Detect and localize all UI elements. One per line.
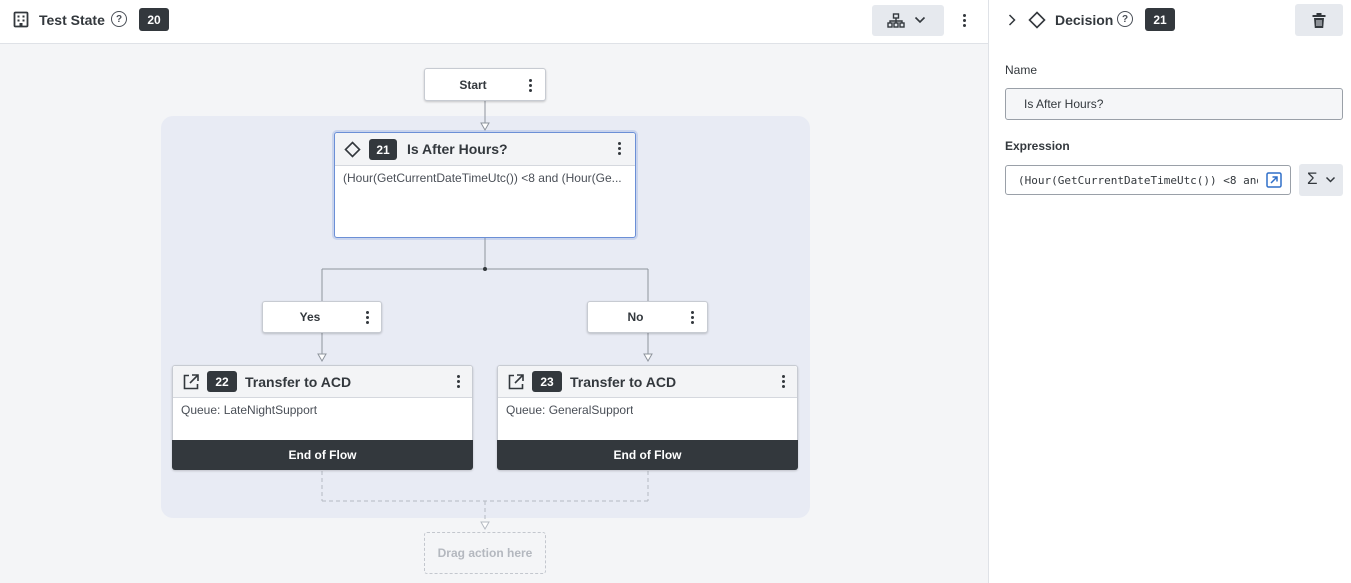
expand-editor-icon[interactable] <box>1266 172 1282 188</box>
diamond-icon <box>344 141 361 158</box>
transfer-more-button[interactable] <box>456 375 460 388</box>
flow-canvas[interactable]: Test State ? 20 <box>0 0 988 583</box>
transfer-node[interactable]: 23 Transfer to ACD Queue: GeneralSupport… <box>497 365 798 470</box>
layout-menu-button[interactable] <box>872 5 944 36</box>
name-label: Name <box>1005 63 1038 77</box>
building-icon <box>13 11 29 28</box>
flow-connectors <box>317 101 653 531</box>
external-link-icon <box>508 374 524 390</box>
path-no-node[interactable]: No <box>587 301 708 333</box>
transfer-id-badge: 23 <box>532 371 562 392</box>
expression-functions-button[interactable]: Σ <box>1299 164 1343 196</box>
expression-label: Expression <box>1005 139 1070 153</box>
path-yes-label: Yes <box>299 310 321 324</box>
flow-id-badge: 20 <box>139 8 169 31</box>
external-link-icon <box>183 374 199 390</box>
sigma-icon: Σ <box>1307 169 1318 188</box>
end-of-flow-bar: End of Flow <box>172 440 473 470</box>
start-more-button[interactable] <box>528 79 532 92</box>
path-no-more-button[interactable] <box>690 311 694 324</box>
decision-expression-preview: (Hour(GetCurrentDateTimeUtc()) <8 and (H… <box>343 171 622 185</box>
trash-icon <box>1312 13 1326 28</box>
decision-title: Is After Hours? <box>407 141 508 157</box>
panel-title: Decision <box>1055 12 1114 28</box>
expression-field-value: (Hour(GetCurrentDateTimeUtc()) <8 and (H… <box>1018 173 1258 187</box>
chevron-down-icon <box>1325 176 1336 183</box>
help-icon[interactable]: ? <box>111 11 127 27</box>
transfer-node[interactable]: 22 Transfer to ACD Queue: LateNightSuppo… <box>172 365 473 470</box>
end-of-flow-bar: End of Flow <box>497 440 798 470</box>
transfer-queue: Queue: GeneralSupport <box>506 403 634 417</box>
transfer-node-header: 23 Transfer to ACD <box>498 366 797 398</box>
transfer-title: Transfer to ACD <box>245 374 352 390</box>
chevron-right-icon[interactable] <box>1007 13 1017 27</box>
path-yes-node[interactable]: Yes <box>262 301 382 333</box>
start-node[interactable]: Start <box>424 68 546 101</box>
expression-field[interactable]: (Hour(GetCurrentDateTimeUtc()) <8 and (H… <box>1005 165 1291 195</box>
canvas-toolbar: Test State ? 20 <box>0 0 988 44</box>
decision-node[interactable]: 21 Is After Hours? (Hour(GetCurrentDateT… <box>334 132 636 238</box>
help-icon[interactable]: ? <box>1117 11 1133 27</box>
panel-id-badge: 21 <box>1145 8 1175 31</box>
delete-button[interactable] <box>1295 4 1343 36</box>
decision-more-button[interactable] <box>617 142 621 155</box>
path-no-label: No <box>627 310 644 324</box>
transfer-node-header: 22 Transfer to ACD <box>173 366 472 398</box>
transfer-queue: Queue: LateNightSupport <box>181 403 318 417</box>
transfer-title: Transfer to ACD <box>570 374 677 390</box>
name-field[interactable]: Is After Hours? <box>1005 88 1343 120</box>
name-field-value: Is After Hours? <box>1024 97 1104 111</box>
path-yes-more-button[interactable] <box>365 311 369 324</box>
diamond-icon <box>1028 11 1046 29</box>
flow-title: Test State <box>39 12 105 28</box>
chevron-down-icon <box>914 16 926 24</box>
drag-action-drop-zone[interactable]: Drag action here <box>424 532 546 574</box>
canvas-more-button[interactable] <box>962 14 966 27</box>
decision-id-badge: 21 <box>369 139 397 160</box>
transfer-more-button[interactable] <box>781 375 785 388</box>
transfer-id-badge: 22 <box>207 371 237 392</box>
decision-node-header: 21 Is After Hours? <box>335 133 635 166</box>
hierarchy-icon <box>887 13 905 28</box>
start-label: Start <box>459 78 487 92</box>
